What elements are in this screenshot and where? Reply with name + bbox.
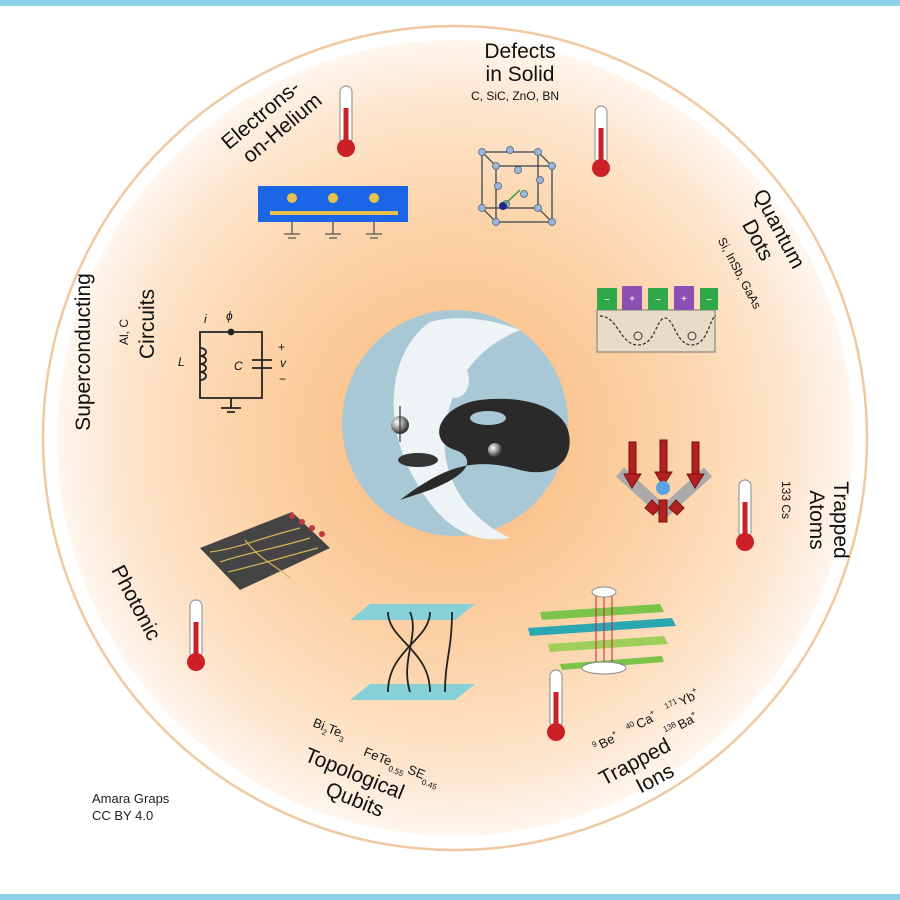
crystal-lattice-icon	[478, 146, 556, 226]
circuit-voltage-label: v	[280, 356, 287, 370]
quantum-dots-device: − + − + −	[596, 286, 718, 353]
svg-text:Circuits: Circuits	[136, 289, 159, 359]
svg-text:171Yb+: 171Yb+	[662, 685, 702, 716]
credit-block: Amara Graps CC BY 4.0	[92, 790, 169, 824]
central-yin-yang-disc	[342, 310, 570, 540]
trapped-atoms-title: Trapped Atoms	[805, 481, 852, 558]
thermometer-photonic	[186, 599, 206, 672]
lc-circuit-diagram	[199, 328, 272, 413]
trapped-atoms-device	[615, 439, 713, 523]
svg-text:Defects: Defects	[484, 40, 555, 63]
thermometer-electrons	[336, 85, 356, 158]
thermometer-trapped-atoms	[735, 479, 755, 552]
superconducting-materials: Al, C	[117, 319, 131, 345]
top-frame-bar	[0, 0, 900, 6]
circuit-current-label: i	[204, 312, 207, 326]
thermometer-trapped-ions	[546, 669, 566, 742]
circuit-flux-label: ϕ	[226, 309, 233, 323]
trapped-atoms-species: 133 Cs	[779, 481, 793, 519]
trapped-ions-species: 9Be+ 40Ca+ 171Yb+ 138Ba+	[590, 685, 702, 755]
trapped-ions-trap	[528, 586, 676, 675]
svg-text:9Be+: 9Be+	[590, 728, 622, 755]
credit-author: Amara Graps	[92, 791, 170, 806]
circuit-plus-label: +	[278, 340, 285, 354]
credit-license: CC BY 4.0	[92, 808, 154, 823]
svg-text:in Solid: in Solid	[486, 63, 555, 86]
circuit-capacitor-label: C	[234, 359, 243, 373]
defects-materials: C, SiC, ZnO, BN	[471, 89, 559, 103]
thermometer-defects	[591, 105, 611, 178]
electrons-on-helium-device	[258, 186, 408, 239]
svg-text:−: −	[706, 295, 712, 306]
svg-text:+: +	[629, 294, 635, 305]
outer-ring	[41, 24, 869, 852]
svg-text:Bi2Te3: Bi2Te3	[310, 715, 349, 745]
topological-braid-diagram	[350, 604, 475, 700]
svg-text:Trapped: Trapped	[829, 481, 852, 558]
defects-in-solid-title: Defects in Solid	[484, 40, 555, 86]
photonic-chip	[200, 512, 330, 590]
circuit-symbols: i ϕ L C + v −	[178, 309, 287, 386]
svg-text:−: −	[655, 295, 661, 306]
bottom-frame-bar	[0, 894, 900, 900]
svg-text:Superconducting: Superconducting	[72, 273, 95, 431]
circuit-inductor-label: L	[178, 355, 185, 369]
circuit-minus-label: −	[279, 372, 286, 386]
svg-text:Atoms: Atoms	[805, 490, 828, 550]
superconducting-circuits-title: Superconducting Circuits	[72, 273, 159, 431]
svg-text:−: −	[604, 295, 610, 306]
svg-text:+: +	[681, 294, 687, 305]
